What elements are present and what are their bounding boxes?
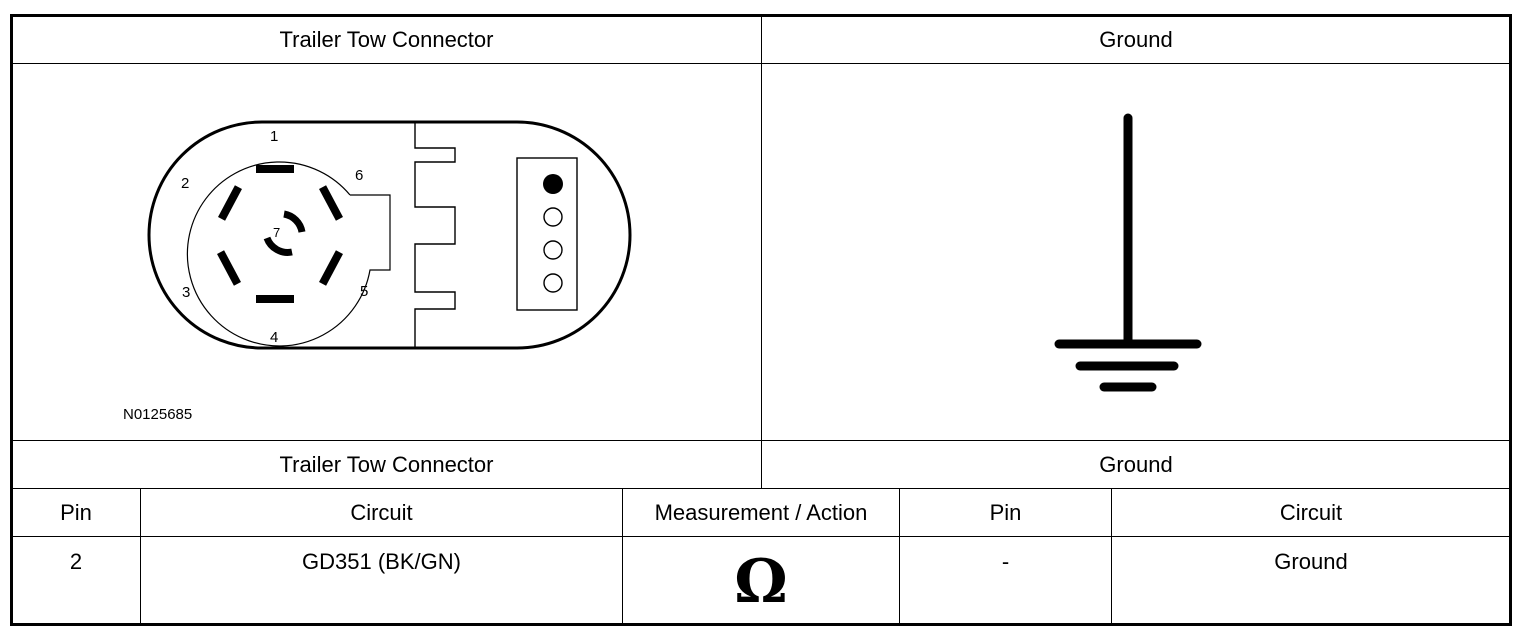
row-pin-b: - [1001, 549, 1010, 574]
ohm-icon: Ω [734, 547, 788, 617]
pin-label-1: 1 [270, 128, 278, 145]
pin-label-6: 6 [355, 167, 363, 184]
figure-id: N0125685 [123, 406, 192, 423]
pin-label-7: 7 [273, 225, 280, 240]
pinpoint-test-table [10, 14, 1512, 626]
header-right-title: Ground [1099, 26, 1173, 52]
trailer-tow-connector-diagram: 1 2 3 4 5 6 7 N0125685 [123, 120, 632, 423]
row-circuit-b: Ground [1274, 549, 1348, 574]
rule-col-4 [1111, 488, 1112, 624]
row-pin-a: 2 [69, 549, 83, 574]
rule-center-top [761, 16, 762, 489]
column-header-circuit-b: Circuit [1279, 499, 1343, 525]
header-left-title: Trailer Tow Connector [279, 26, 494, 52]
column-header-pin-b: Pin [989, 499, 1022, 525]
rule-col-1 [140, 488, 141, 624]
subheader-left-title: Trailer Tow Connector [279, 451, 494, 477]
pin-label-5: 5 [360, 283, 368, 300]
rule-col-3 [899, 488, 900, 624]
column-header-measurement: Measurement / Action [654, 499, 868, 525]
ground-symbol-icon [1054, 113, 1202, 392]
row-circuit-a: GD351 (BK/GN) [302, 549, 461, 574]
rule-below-columns [12, 536, 1510, 537]
pin-label-4: 4 [270, 329, 278, 346]
column-header-circuit-a: Circuit [350, 499, 413, 525]
column-header-pin-a: Pin [60, 499, 92, 525]
pin-label-2: 2 [181, 175, 189, 192]
rule-col-2 [622, 488, 623, 624]
pin-label-3: 3 [182, 284, 190, 301]
subheader-right-title: Ground [1099, 451, 1173, 477]
